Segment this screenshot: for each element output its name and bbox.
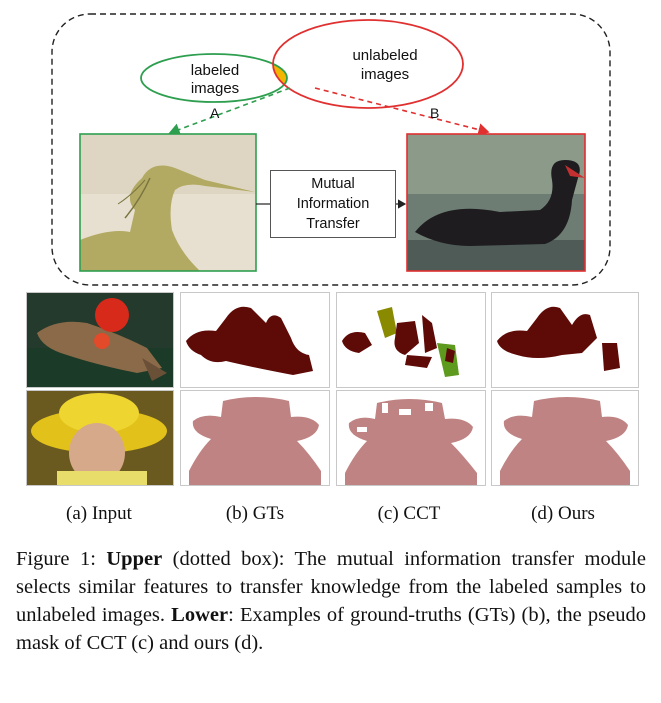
column-label-cct: (c) CCT [334, 503, 484, 525]
caption-lower-bold: Lower [171, 604, 228, 626]
unlabeled-images-label: unlabeled images [340, 46, 430, 84]
input-child-image [26, 390, 174, 486]
cct-cat-mask [336, 292, 486, 388]
figure-caption: Figure 1: Upper (dotted box): The mutual… [16, 545, 646, 657]
mit-line-1: Mutual [271, 174, 395, 194]
gt-cat-mask [180, 292, 330, 388]
column-label-gts: (b) GTs [180, 503, 330, 525]
arrow-b [315, 88, 488, 132]
heron-image [80, 134, 256, 271]
column-label-input: (a) Input [24, 503, 174, 525]
ours-cat-mask [491, 292, 639, 388]
caption-upper-bold: Upper [106, 548, 162, 570]
cct-child-mask [336, 390, 486, 486]
ours-child-mask [491, 390, 639, 486]
input-cat-image [26, 292, 174, 388]
swan-image [407, 134, 585, 271]
column-label-ours: (d) Ours [488, 503, 638, 525]
labeled-images-label: labeled images [175, 62, 255, 98]
mutual-information-diagram [0, 0, 661, 290]
mutual-information-transfer-box: Mutual Information Transfer [270, 170, 396, 238]
arrow-a-label: A [210, 105, 219, 121]
mit-line-3: Transfer [271, 214, 395, 234]
mit-line-2: Information [271, 194, 395, 214]
caption-prefix: Figure 1: [16, 548, 106, 570]
gt-child-mask [180, 390, 330, 486]
arrow-b-label: B [430, 105, 439, 121]
